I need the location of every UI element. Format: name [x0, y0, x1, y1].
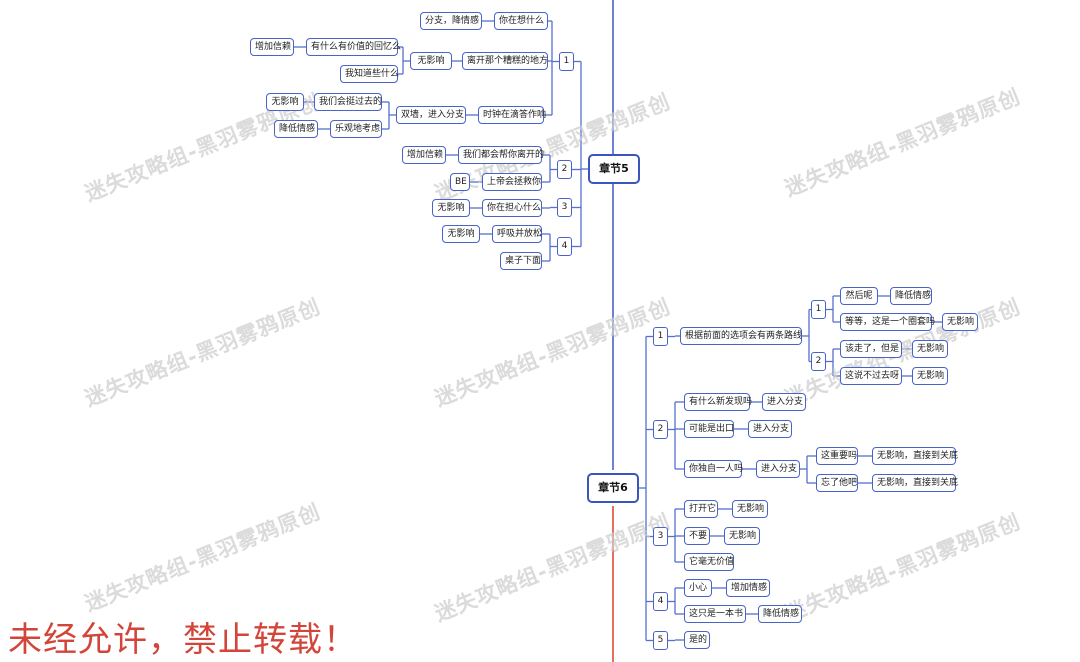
ch6-b1-route-1[interactable]: 1	[811, 300, 826, 319]
ch6-b2-option-3[interactable]: 你独自一人吗	[684, 460, 743, 478]
ch6-b2-o3-sub-1-result: 无影响，直接到关底	[872, 447, 958, 465]
ch6-b1-route-2[interactable]: 2	[811, 352, 826, 371]
ch6-b2-o3-result: 进入分支	[756, 460, 800, 478]
ch6-branch-4[interactable]: 4	[653, 592, 668, 611]
ch5-b1-option-1[interactable]: 你在想什么	[494, 12, 548, 30]
ch6-branch-3[interactable]: 3	[653, 527, 668, 546]
ch6-b1-r1-choice-1-result: 降低情感	[890, 287, 932, 305]
ch5-b1-result-1: 分支，降情感	[420, 12, 482, 30]
ch5-branch-2[interactable]: 2	[557, 160, 572, 179]
chapter-6-root[interactable]: 章节6	[587, 473, 639, 503]
ch5-b3-result-1: 无影响	[432, 199, 470, 217]
no-repost-notice: 未经允许，禁止转载！	[8, 620, 358, 660]
ch6-b2-o3-sub-2-result: 无影响，直接到关底	[872, 474, 958, 492]
ch5-b4-option-2[interactable]: 桌子下面	[500, 252, 542, 270]
ch6-branch-2[interactable]: 2	[653, 420, 668, 439]
ch5-b1-o3-sub-2[interactable]: 乐观地考虑	[330, 120, 382, 138]
ch5-b1-o3-sub-1-result: 无影响	[266, 93, 304, 111]
ch6-b5-option-1[interactable]: 是的	[684, 631, 710, 649]
ch6-b3-result-1: 无影响	[732, 500, 768, 518]
ch5-b1-o2-sub-2[interactable]: 我知道些什么	[340, 65, 399, 83]
ch5-b1-o3-result: 双墙，进入分支	[396, 106, 466, 124]
ch6-b2-result-1: 进入分支	[762, 393, 806, 411]
ch5-branch-4[interactable]: 4	[557, 237, 572, 256]
ch6-b3-option-2[interactable]: 不要	[684, 527, 710, 545]
ch5-b1-o3-sub-1[interactable]: 我们会挺过去的	[314, 93, 382, 111]
ch5-branch-1[interactable]: 1	[559, 52, 574, 71]
ch5-b2-result-1: 增加信赖	[402, 146, 446, 164]
ch5-b1-o2-sub-1-result: 增加信赖	[250, 38, 294, 56]
ch6-branch-1[interactable]: 1	[653, 327, 668, 346]
ch6-b1-r2-choice-2-result: 无影响	[912, 367, 948, 385]
ch6-b1-option-1[interactable]: 根据前面的选项会有两条路线	[680, 327, 802, 345]
ch6-b2-option-2[interactable]: 可能是出口	[684, 420, 734, 438]
ch6-b2-o3-sub-1[interactable]: 这重要吗	[816, 447, 858, 465]
ch6-branch-5[interactable]: 5	[653, 631, 668, 650]
ch5-b2-option-1[interactable]: 我们都会帮你离开的	[458, 146, 544, 164]
ch6-b1-r1-choice-1[interactable]: 然后呢	[840, 287, 878, 305]
ch5-b1-option-3[interactable]: 时钟在滴答作响	[478, 106, 546, 124]
ch6-b3-option-1[interactable]: 打开它	[684, 500, 718, 518]
ch6-b2-o3-sub-2[interactable]: 忘了他吧	[816, 474, 858, 492]
ch6-b4-result-1: 增加情感	[726, 579, 770, 597]
chapter-5-root[interactable]: 章节5	[588, 154, 640, 184]
ch6-b4-result-2: 降低情感	[758, 605, 802, 623]
ch5-b1-o3-sub-2-result: 降低情感	[274, 120, 318, 138]
ch5-b3-option-1[interactable]: 你在担心什么	[482, 199, 542, 217]
ch6-b2-option-1[interactable]: 有什么新发现吗	[684, 393, 752, 411]
ch5-b4-result-1: 无影响	[442, 225, 480, 243]
ch6-b1-r2-choice-2[interactable]: 这说不过去呀	[840, 367, 902, 385]
ch6-b2-result-2: 进入分支	[748, 420, 792, 438]
ch6-b1-r2-choice-1-result: 无影响	[912, 340, 948, 358]
ch5-branch-3[interactable]: 3	[557, 198, 572, 217]
ch5-b4-option-1[interactable]: 呼吸并放松	[492, 225, 542, 243]
ch6-b1-r2-choice-1[interactable]: 该走了，但是	[840, 340, 902, 358]
ch6-b4-option-2[interactable]: 这只是一本书	[684, 605, 746, 623]
ch6-b4-option-1[interactable]: 小心	[684, 579, 712, 597]
ch5-b1-o2-sub-1[interactable]: 有什么有价值的回忆么	[306, 38, 401, 56]
ch6-b3-result-2: 无影响	[724, 527, 760, 545]
ch5-b1-option-2[interactable]: 离开那个糟糕的地方	[462, 52, 548, 70]
ch6-b1-r1-choice-2-result: 无影响	[942, 313, 978, 331]
ch5-b2-result-2: BE	[450, 173, 470, 191]
ch5-b2-option-2[interactable]: 上帝会拯救你	[482, 173, 542, 191]
ch6-b1-r1-choice-2[interactable]: 等等，这是一个圈套吗	[840, 313, 935, 331]
ch6-b3-option-3[interactable]: 它毫无价值	[684, 553, 734, 571]
ch5-b1-o2-result: 无影响	[410, 52, 452, 70]
